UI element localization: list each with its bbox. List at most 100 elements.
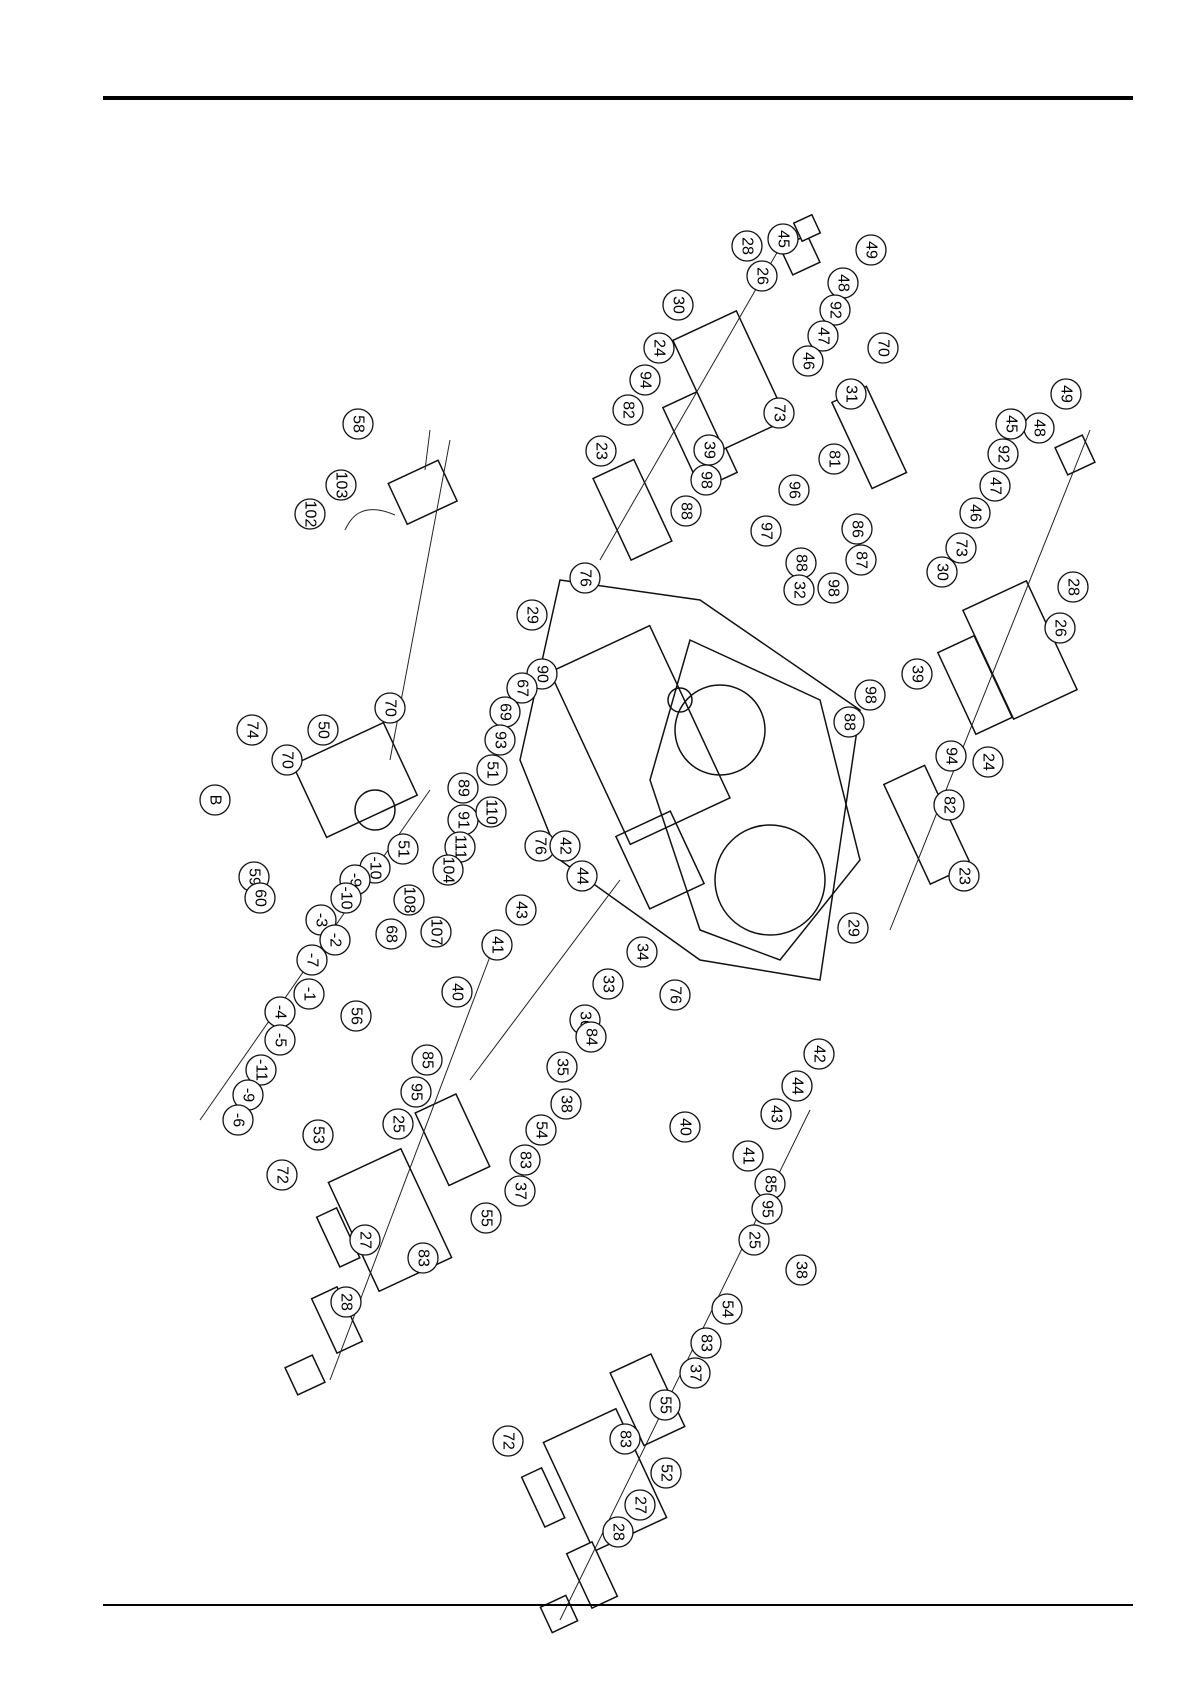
callout-circle [837,912,869,944]
mid-nut-28 [284,1354,326,1396]
callout-circle [342,408,374,440]
callout-label: 87 [853,551,870,569]
callout-circle [643,332,675,364]
housing-flange [649,638,861,961]
callout-circle [550,1088,582,1120]
callout-label: 92 [827,301,844,319]
callout-label: 88 [678,502,695,520]
callout-label: 82 [620,401,637,419]
part-callout: 83 [609,1423,641,1455]
callout-circle [509,1144,541,1176]
callout-label: -10 [338,886,355,909]
callout-label: 31 [843,385,860,403]
bottom-rule [103,1604,1133,1606]
callout-circle [602,1516,634,1548]
part-callout: 43 [760,1098,792,1130]
callout-circle [236,714,268,746]
callout-label: -2 [327,933,344,947]
part-callout: 23 [948,860,980,892]
part-callout: 108 [393,884,425,916]
callout-circle [525,1114,557,1146]
callout-label: 26 [754,267,771,285]
callout-label: 72 [274,1166,291,1184]
callout-circle [307,714,339,746]
callout-label: 92 [995,445,1012,463]
part-callout: 27 [624,1489,656,1521]
part-callout: 82 [933,789,965,821]
callout-circle [420,916,452,948]
part-callout: 76 [569,562,601,594]
part-callout: 28 [1057,571,1089,603]
callout-label: -9 [240,1088,257,1102]
callout-circle [340,1000,372,1032]
callout-label: -1 [301,987,318,1001]
part-callout: 53 [302,1119,334,1151]
part-callout: 95 [751,1193,783,1225]
callout-circle [504,1175,536,1207]
callout-label: 28 [610,1523,627,1541]
callout-circle [492,1425,524,1457]
solenoid-housing [291,721,419,839]
part-callout: 55 [649,1389,681,1421]
callout-label: 83 [415,1249,432,1267]
callout-label: 83 [617,1430,634,1448]
lower-screw-72 [520,1466,566,1529]
part-callout: -2 [319,924,351,956]
upper-cover-30 [671,309,789,451]
callout-label: 84 [583,1028,600,1046]
callout-label: 76 [532,837,549,855]
part-callout: 73 [763,397,795,429]
housing-bore-lower [714,824,826,936]
callout-label: 88 [793,554,810,572]
callout-circle [785,1254,817,1286]
callout-label: 29 [845,919,862,937]
part-callout: 98 [690,464,722,496]
housing-side-plate [614,810,706,910]
part-callout: 68 [375,918,407,950]
callout-circle [432,854,464,886]
callout-label: 85 [419,1051,436,1069]
callout-circle [972,746,1004,778]
callout-label: 40 [449,983,466,1001]
callout-circle [382,1108,414,1140]
callout-circle [484,724,516,756]
mid-screw-72 [315,1206,361,1269]
callout-circle [441,976,473,1008]
callout-circle [959,497,991,529]
callout-label: 70 [279,751,296,769]
callout-circle [585,435,617,467]
callout-circle [711,1293,743,1325]
callout-circle [374,692,406,724]
callout-circle [264,1024,296,1056]
callout-label: 102 [302,501,319,528]
callout-circle [767,223,799,255]
part-callout: 48 [1023,412,1055,444]
part-callout: 49 [855,234,887,266]
top-rule [103,96,1133,100]
callout-label: 72 [500,1432,517,1450]
part-callout: 91 [447,804,479,836]
callout-label: 98 [862,686,879,704]
upper-spool-23 [592,458,673,562]
part-callout: 74 [236,714,268,746]
callout-label: 28 [338,1293,355,1311]
callout-circle [566,860,598,892]
part-callout: 24 [972,746,1004,778]
callout-label: 88 [841,713,858,731]
callout-circle [569,562,601,594]
part-callout: 88 [833,706,865,738]
part-callout: 41 [481,929,513,961]
part-callout: 56 [340,1000,372,1032]
part-callout: 81 [818,443,850,475]
callout-label: -5 [272,1033,289,1047]
callout-circle [629,364,661,396]
part-callout: 54 [711,1293,743,1325]
callout-label: 42 [557,837,574,855]
part-callout: 98 [854,679,886,711]
part-callout: 51 [387,833,419,865]
callout-circle [995,408,1027,440]
callout-circle [935,740,967,772]
callout-label: 48 [835,274,852,292]
lower-nut-28 [539,1594,579,1634]
